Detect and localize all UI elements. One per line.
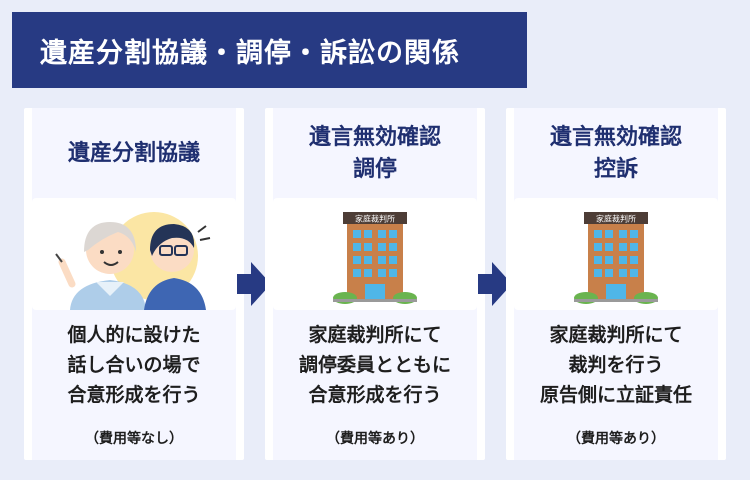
court-building-icon: 家庭裁判所 <box>514 198 718 310</box>
two-people-talking-icon <box>32 198 236 310</box>
page-title: 遺産分割協議・調停・訴訟の関係 <box>40 37 460 69</box>
header-banner: 遺産分割協議・調停・訴訟の関係 <box>12 12 527 88</box>
card-mediation-court: 遺言無効確認 調停 家庭裁判所 家庭裁判所にて <box>265 108 485 460</box>
desc-line: 家庭裁判所にて <box>549 324 683 346</box>
court-sign: 家庭裁判所 <box>596 214 636 224</box>
card-title: 遺産分割協議 <box>24 138 244 170</box>
cost-note: （費用等なし） <box>85 431 183 447</box>
desc-line: 家庭裁判所にて <box>308 324 442 346</box>
desc-line: 調停委員とともに <box>298 354 451 376</box>
desc-line: 裁判を行う <box>568 354 664 376</box>
card-title-line: 控訴 <box>593 157 638 182</box>
court-building-icon: 家庭裁判所 <box>273 198 477 310</box>
cost-note: （費用等あり） <box>567 431 665 447</box>
card-title-line: 遺言無効確認 <box>549 125 682 150</box>
cost-note: （費用等あり） <box>326 431 424 447</box>
desc-line: 原告側に立証責任 <box>539 384 692 406</box>
card-title: 遺言無効確認 調停 <box>265 122 485 186</box>
card-mediation-agreement: 遺産分割協議 <box>24 108 244 460</box>
card-title-line: 遺言無効確認 <box>308 125 441 150</box>
card-title-line: 遺産分割協議 <box>67 141 200 166</box>
desc-line: 合意形成を行う <box>308 384 442 406</box>
desc-line: 個人的に設けた <box>67 324 201 346</box>
arrow-right-icon <box>478 262 512 306</box>
desc-line: 合意形成を行う <box>67 384 201 406</box>
court-sign: 家庭裁判所 <box>355 214 395 224</box>
card-description: 家庭裁判所にて 調停委員とともに 合意形成を行う <box>265 320 485 410</box>
desc-line: 話し合いの場で <box>67 354 201 376</box>
card-title-line: 調停 <box>352 157 397 182</box>
card-description: 個人的に設けた 話し合いの場で 合意形成を行う <box>24 320 244 410</box>
card-lawsuit: 遺言無効確認 控訴 家庭裁判所 家庭裁判所にて <box>506 108 726 460</box>
arrow-right-icon <box>237 262 271 306</box>
card-description: 家庭裁判所にて 裁判を行う 原告側に立証責任 <box>506 320 726 410</box>
card-title: 遺言無効確認 控訴 <box>506 122 726 186</box>
